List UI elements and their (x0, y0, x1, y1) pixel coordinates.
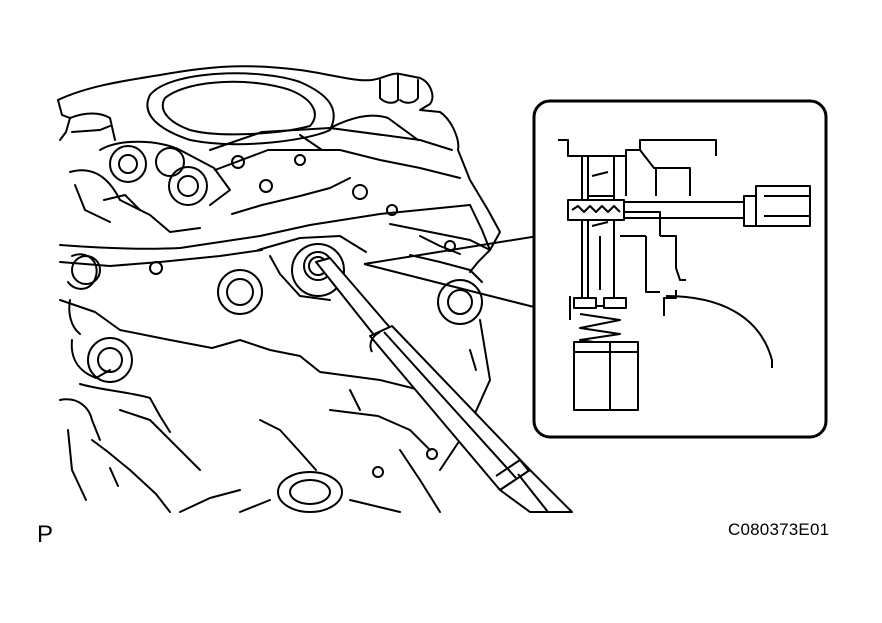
transmission-case-drawing (58, 66, 500, 512)
figure-code-label: C080373E01 (728, 520, 830, 539)
valve-body-section (558, 140, 810, 410)
detail-inset (534, 101, 826, 437)
callout-pointer (364, 236, 538, 308)
view-letter-label: P (37, 521, 54, 548)
screwdriver-tool (316, 258, 572, 512)
